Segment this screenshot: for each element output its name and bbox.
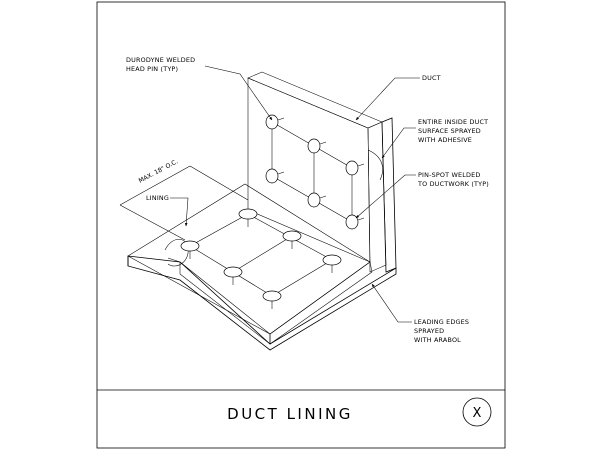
duct-wall-metal — [381, 117, 397, 273]
callout-arabol-3: WITH ARABOL — [414, 336, 461, 344]
callout-arabol-2: SPRAYED — [414, 327, 444, 335]
dimension-label: MAX. 18" O.C. — [138, 158, 180, 185]
callout-lining: LINING — [146, 194, 169, 202]
wall-pin — [345, 214, 359, 230]
callout-adhesive-2: SURFACE SPRAYED — [418, 127, 481, 135]
detail-bubble — [462, 397, 492, 427]
duct-floor-metal — [127, 255, 397, 351]
callout-durodyne-1: DURODYNE WELDED — [126, 56, 195, 64]
wall-pin — [345, 160, 359, 176]
wall-pin — [265, 114, 279, 130]
wall-pins — [265, 114, 365, 230]
dimension-marker: MAX. 18" O.C. — [119, 158, 249, 241]
title-block: DUCT LINING X — [96, 1, 506, 449]
floor-pin — [282, 230, 302, 242]
floor-lining-edge-right — [269, 261, 373, 345]
duct-lining-detail: MAX. 18" O.C. — [119, 65, 420, 351]
wall-lining-edge — [367, 121, 387, 273]
corner-fillet — [367, 149, 383, 181]
callout-arabol-1: LEADING EDGES — [414, 318, 469, 326]
floor-pin-grid — [189, 213, 333, 297]
detail-symbol: X — [473, 406, 482, 421]
floor-pin — [262, 290, 282, 302]
callouts: DURODYNE WELDED HEAD PIN (TYP) DUCT ENTI… — [126, 56, 489, 344]
callout-pinspot-2: TO DUCTWORK (TYP) — [417, 180, 489, 188]
callout-durodyne-2: HEAD PIN (TYP) — [126, 65, 178, 73]
callout-adhesive-3: WITH ADHESIVE — [418, 136, 472, 144]
floor-pins — [180, 208, 342, 309]
wall-pin — [265, 168, 279, 184]
floor-pin — [223, 266, 243, 278]
callout-pinspot-1: PIN-SPOT WELDED — [418, 171, 481, 179]
drawing-title: DUCT LINING — [227, 405, 353, 423]
leader-lines — [170, 65, 420, 323]
wall-pin — [307, 138, 321, 154]
floor-pin — [322, 254, 342, 266]
callout-adhesive-1: ENTIRE INSIDE DUCT — [418, 118, 488, 126]
wall-pin — [307, 192, 321, 208]
floor-pin — [180, 240, 200, 252]
callout-duct: DUCT — [422, 74, 441, 82]
sheet-border — [96, 1, 506, 449]
floor-pin — [238, 208, 258, 220]
